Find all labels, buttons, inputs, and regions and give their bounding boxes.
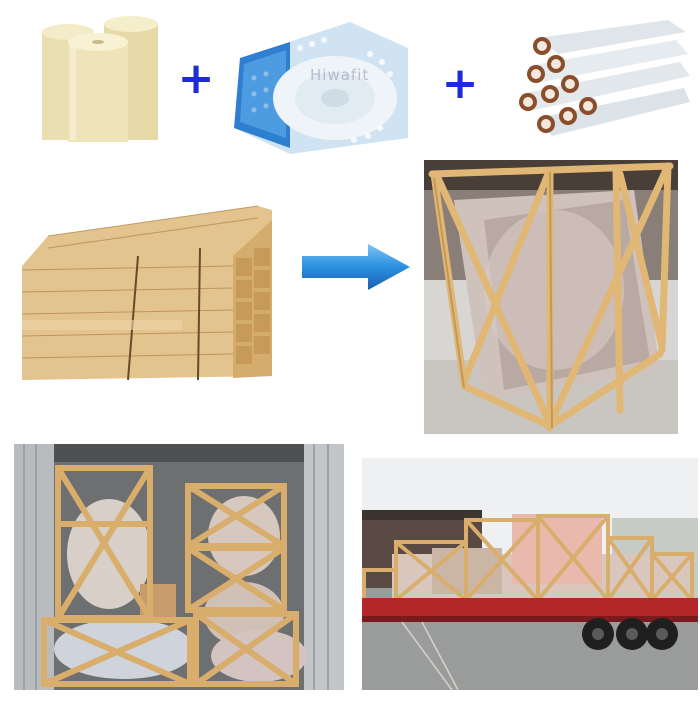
lumber-stack-image bbox=[18, 196, 276, 382]
plus-sign-1: + bbox=[177, 53, 215, 104]
bubble-wrap-roll-image bbox=[230, 18, 410, 156]
stretch-film-rolls-image bbox=[508, 18, 690, 148]
wooden-crate-photo bbox=[424, 160, 678, 434]
watermark-text: Hiwafit bbox=[310, 66, 370, 84]
kraft-paper-rolls-image bbox=[34, 14, 164, 144]
truck-loading-photo bbox=[362, 458, 698, 690]
container-loading-photo bbox=[14, 444, 344, 690]
plus-sign-2: + bbox=[441, 58, 479, 109]
arrow-right-icon bbox=[300, 242, 412, 292]
